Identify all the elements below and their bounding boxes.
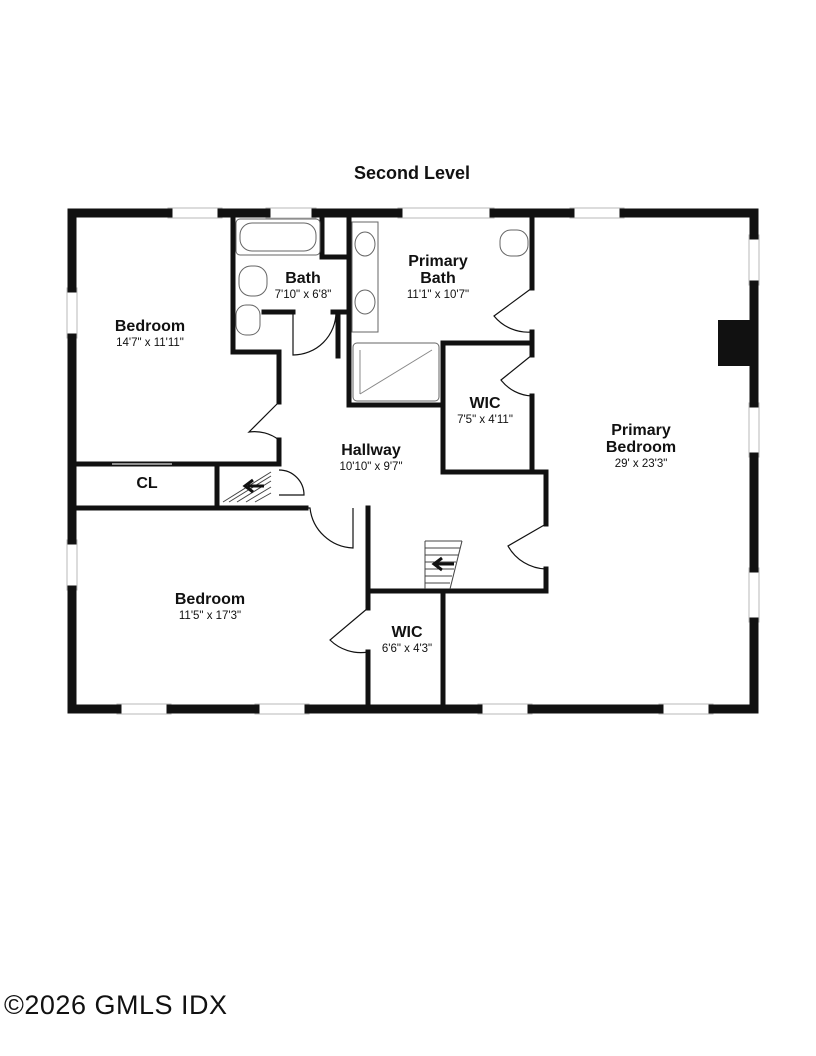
window [66, 539, 78, 591]
window [569, 207, 625, 219]
room-primary-bedroom: Primary Bedroom 29' x 23'3" [586, 422, 696, 470]
interior-walls [75, 212, 549, 708]
stair-arrow-icon [431, 556, 454, 572]
room-bath: Bath 7'10" x 6'8" [258, 270, 348, 301]
window [748, 402, 760, 458]
room-dims: 11'1" x 10'7" [406, 288, 470, 301]
window [748, 234, 760, 286]
window [116, 703, 172, 715]
room-primary-bath: Primary Bath 11'1" x 10'7" [388, 253, 488, 301]
sink [354, 231, 376, 257]
door-swing [306, 507, 354, 549]
window [477, 703, 533, 715]
exterior-walls [67, 208, 759, 714]
room-name-line2: Bath [420, 269, 456, 287]
stair-arrow-icon [242, 478, 264, 494]
toilet [238, 265, 268, 297]
copyright-watermark: ©2026 GMLS IDX [4, 990, 228, 1020]
room-bedroom-nw: Bedroom 14'7" x 11'11" [90, 318, 210, 349]
door-swing [292, 311, 337, 356]
room-name: Bedroom [114, 318, 186, 335]
window [254, 703, 310, 715]
door-swing [278, 469, 305, 496]
door-swing [329, 607, 369, 654]
room-bedroom-sw: Bedroom 11'5" x 17'3" [150, 591, 270, 622]
room-name-line2: Bedroom [605, 438, 677, 456]
fireplace [718, 320, 750, 366]
window [167, 207, 223, 219]
room-dims: 10'10" x 9'7" [339, 460, 403, 473]
stairs [222, 471, 463, 590]
window [265, 207, 317, 219]
sink [235, 304, 261, 336]
window [397, 207, 495, 219]
window [66, 287, 78, 339]
room-hallway: Hallway 10'10" x 9'7" [316, 442, 426, 473]
room-name: Bedroom [174, 591, 246, 608]
room-name: CL [136, 475, 158, 492]
door-swing [493, 287, 533, 333]
toilet [499, 229, 529, 257]
window [658, 703, 714, 715]
room-name-line1: Primary [611, 422, 671, 439]
door-swing [247, 401, 280, 441]
plan-title: Second Level [353, 163, 471, 183]
room-wic-south: WIC 6'6" x 4'3" [368, 624, 446, 655]
room-wic-east: WIC 7'5" x 4'11" [445, 395, 525, 426]
window [748, 567, 760, 623]
sink [354, 289, 376, 315]
fixtures [235, 218, 529, 402]
doors [112, 287, 547, 654]
room-dims: 14'7" x 11'11" [116, 336, 184, 349]
room-dims: 7'5" x 4'11" [457, 413, 513, 426]
door-swing [500, 354, 533, 397]
room-name: Bath [285, 270, 321, 287]
room-dims: 6'6" x 4'3" [381, 642, 433, 655]
door-swing [507, 523, 547, 570]
room-name: Hallway [341, 442, 401, 459]
room-closet: CL [117, 475, 177, 493]
room-dims: 11'5" x 17'3" [178, 609, 242, 622]
room-dims: 29' x 23'3" [614, 457, 668, 470]
room-dims: 7'10" x 6'8" [274, 288, 332, 301]
room-name: WIC [469, 395, 501, 412]
room-name-line1: Primary [408, 253, 468, 270]
room-name: WIC [391, 624, 423, 641]
